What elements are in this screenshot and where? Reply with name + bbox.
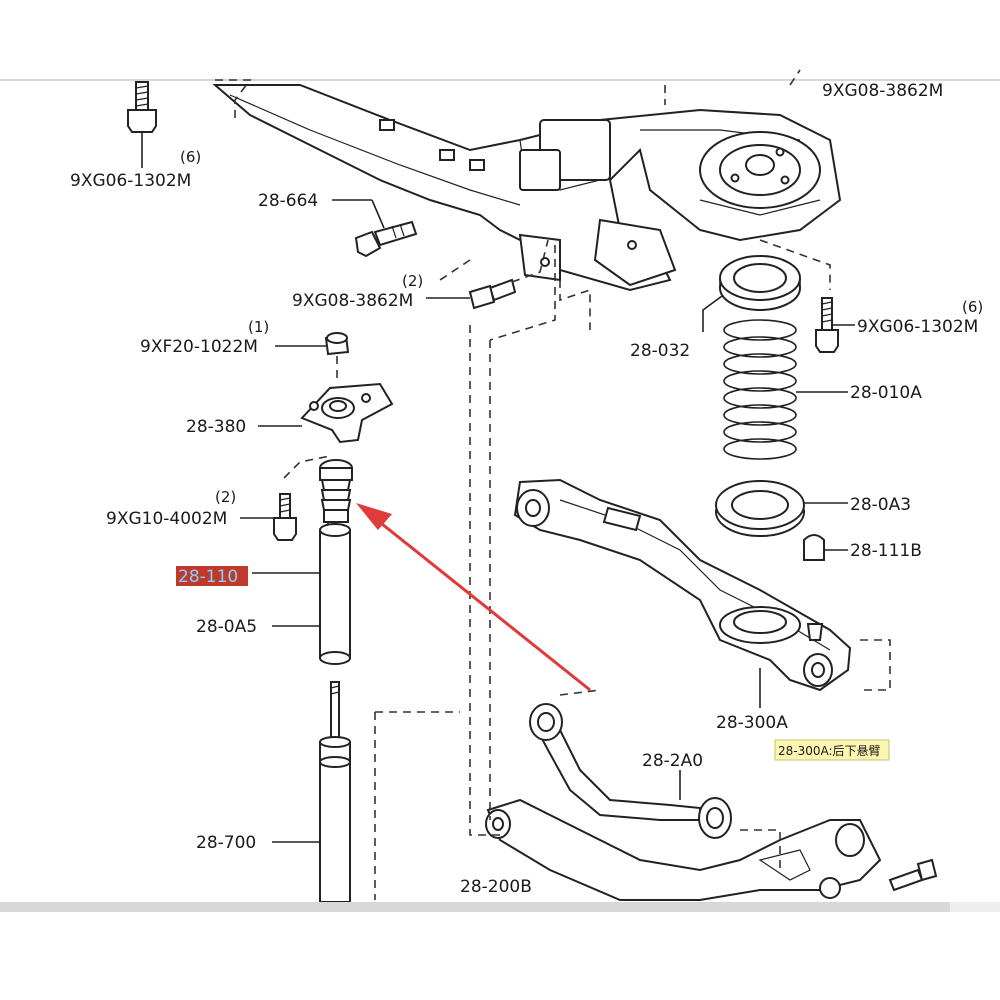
- bolt-9xg06-top-left: [127, 81, 157, 168]
- red-pointer-arrow: [356, 503, 591, 692]
- label-9xg06-left: 9XG06-1302M: [70, 171, 191, 191]
- nut-9xf20: [275, 332, 350, 356]
- upper-arm-28-2a0: [529, 703, 732, 839]
- trailing-arm-28-200b: [485, 798, 882, 901]
- bottom-band-end: [950, 902, 1000, 912]
- label-9xg08-mid: 9XG08-3862M: [292, 291, 413, 311]
- dash-leader: [789, 69, 801, 86]
- bolt-28-664: [332, 199, 418, 258]
- spring-seat-28-0a3: [715, 480, 848, 537]
- rear-crossmember: [212, 84, 842, 292]
- dash-leader: [759, 239, 831, 290]
- qty-9xg06-left: (6): [180, 148, 201, 166]
- label-9xf20: 9XF20-1022M: [140, 337, 258, 357]
- highlight-box: [176, 566, 248, 586]
- lower-arm-28-300a: [513, 478, 852, 708]
- bolt-lower-right: [888, 858, 938, 892]
- coil-spring-28-010a: [723, 319, 848, 460]
- bolt-9xg06-right: [815, 297, 855, 353]
- qty-9xg08-mid: (2): [402, 272, 423, 290]
- label-28-2a0: 28-2A0: [642, 751, 703, 771]
- dash-leader: [439, 259, 471, 281]
- bottom-band: [0, 902, 950, 912]
- label-28-380: 28-380: [186, 417, 246, 437]
- dust-cover-28-0a5: [272, 523, 351, 665]
- qty-9xf20: (1): [248, 318, 269, 336]
- label-28-010a: 28-010A: [850, 383, 922, 403]
- dash-leader: [860, 639, 891, 691]
- label-28-032: 28-032: [630, 341, 690, 361]
- shock-absorber-28-700: [272, 681, 351, 903]
- bolt-9xg08-mid: [426, 239, 549, 310]
- label-28-300a: 28-300A: [716, 713, 788, 733]
- dash-leader: [215, 79, 252, 118]
- qty-9xg10: (2): [215, 488, 236, 506]
- label-28-664: 28-664: [258, 191, 318, 211]
- dash-leader: [559, 280, 591, 330]
- label-9xg10: 9XG10-4002M: [106, 509, 227, 529]
- qty-9xg06-right: (6): [962, 298, 983, 316]
- label-28-0a5: 28-0A5: [196, 617, 257, 637]
- label-28-111b: 28-111B: [850, 541, 922, 561]
- label-9xg08-top: 9XG08-3862M: [822, 81, 943, 101]
- label-28-110-highlighted: 28-110: [178, 567, 238, 587]
- label-28-200b: 28-200B: [460, 877, 532, 897]
- bump-stop-28-110: [252, 459, 353, 574]
- label-28-700: 28-700: [196, 833, 256, 853]
- dash-leader: [559, 689, 601, 696]
- mount-bracket-28-380: [258, 356, 394, 479]
- label-28-0a3: 28-0A3: [850, 495, 911, 515]
- note-28-300a: 28-300A:后下悬臂: [778, 744, 881, 758]
- label-9xg06-right: 9XG06-1302M: [857, 317, 978, 337]
- bump-cap-28-111b: [803, 534, 848, 561]
- dash-leader: [469, 325, 500, 836]
- note-box: [774, 739, 890, 761]
- bolt-9xg10: [240, 493, 297, 541]
- spring-seat-28-032: [702, 255, 801, 332]
- dash-leader: [489, 245, 556, 341]
